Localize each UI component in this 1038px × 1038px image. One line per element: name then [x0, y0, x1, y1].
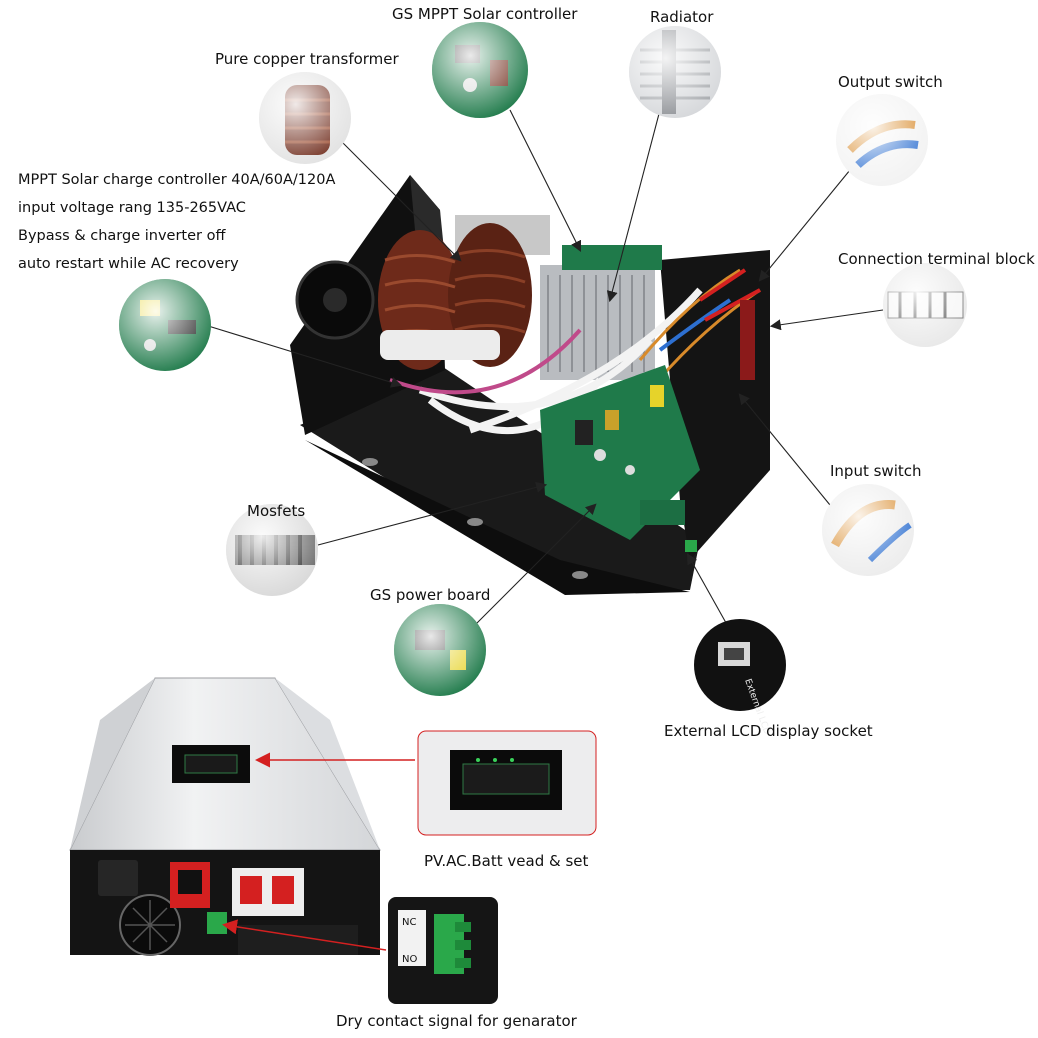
mag-output-switch [836, 94, 928, 186]
mag-input-switch [822, 484, 914, 576]
mag-transformer [259, 72, 351, 164]
mag-lcd-socket [694, 619, 786, 711]
dry-contact-no: NO [402, 954, 417, 965]
label-output-switch: Output switch [838, 73, 943, 91]
label-terminal-block: Connection terminal block [838, 250, 1035, 268]
label-mppt-line-1: MPPT Solar charge controller 40A/60A/120… [18, 172, 336, 188]
label-mosfets: Mosfets [247, 502, 306, 520]
label-transformer: Pure copper transformer [215, 50, 399, 68]
label-display-caption: PV.AC.Batt vead & set [424, 852, 589, 870]
closed-inverter [69, 677, 381, 956]
mag-power-board [394, 604, 486, 696]
label-power-board: GS power board [370, 586, 491, 604]
label-mppt-line-2: input voltage rang 135-265VAC [18, 200, 246, 216]
mag-mosfets [226, 504, 318, 596]
label-radiator: Radiator [650, 8, 714, 26]
radiator-block [540, 245, 662, 380]
label-mppt-line-3: Bypass & charge inverter off [18, 228, 226, 244]
transformer-coils [378, 215, 550, 370]
dry-contact-nc: NC [402, 917, 416, 928]
mag-mppt-board [119, 279, 211, 371]
opened-inverter [290, 175, 770, 595]
label-lcd-socket: External LCD display socket [664, 722, 873, 740]
mag-terminal-block [883, 263, 967, 347]
label-gs-mppt: GS MPPT Solar controller [392, 5, 578, 23]
label-mppt-line-4: auto restart while AC recovery [18, 256, 239, 272]
power-board [540, 365, 700, 540]
dry-contact-arrow [222, 919, 387, 951]
dry-contact-zoom: NC NO [388, 897, 498, 1004]
leader-lines [204, 109, 884, 631]
mag-radiator [629, 26, 721, 118]
label-input-switch: Input switch [830, 462, 922, 480]
mag-gs-mppt [432, 22, 528, 118]
display-zoom [417, 730, 597, 836]
label-dry-contact: Dry contact signal for genarator [336, 1012, 577, 1030]
